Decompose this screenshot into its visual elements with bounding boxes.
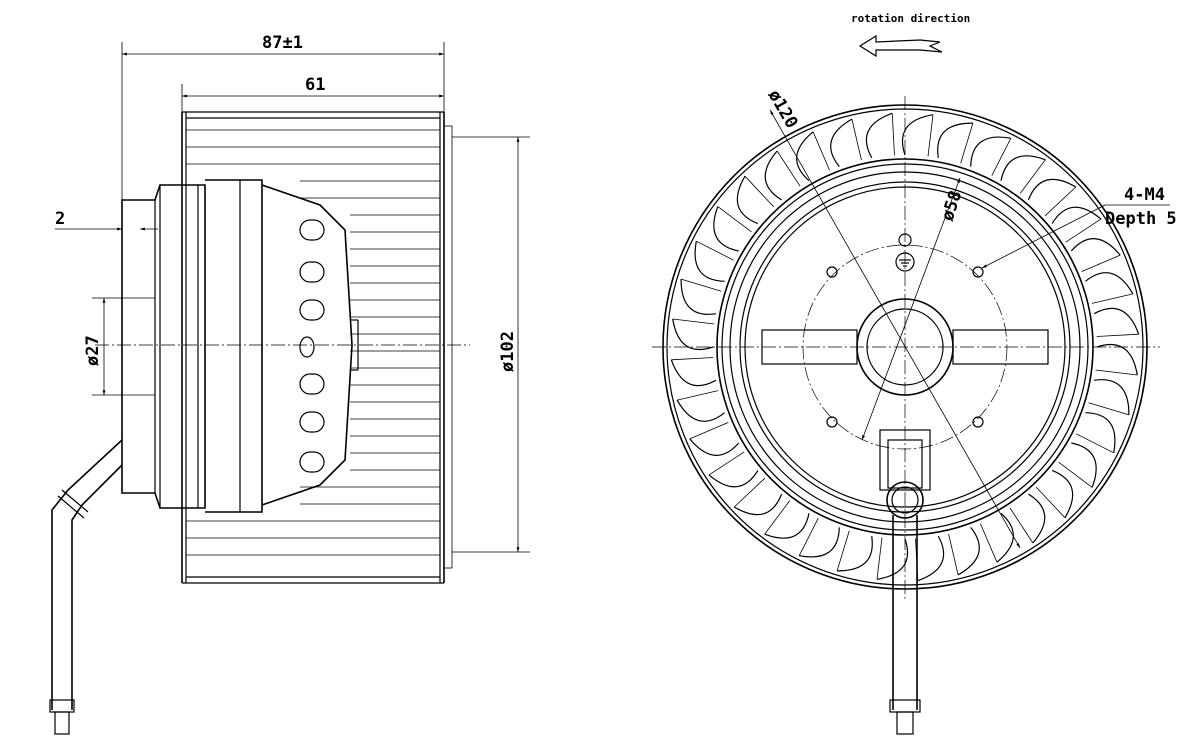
blade-curve	[1085, 272, 1134, 295]
blade-edge	[1019, 159, 1046, 194]
blade-curve	[796, 131, 814, 182]
blade-edge	[1091, 293, 1133, 304]
blade-edge	[1096, 333, 1139, 337]
blade-curve	[764, 150, 782, 201]
blade-edge	[1058, 461, 1093, 488]
blade-edge	[891, 113, 895, 156]
impeller-length-label: 61	[305, 75, 325, 95]
motor-slots	[299, 219, 325, 473]
blade-edge	[717, 206, 752, 233]
motor-slot	[299, 336, 315, 358]
blade-edge	[680, 278, 722, 292]
blade-edge	[948, 533, 959, 575]
flange-offset-label: 2	[55, 209, 65, 229]
blade-curve	[676, 399, 725, 422]
blade-edge	[1035, 486, 1066, 519]
impeller-outer-ring	[662, 104, 1148, 590]
impeller-diameter-label: ø102	[498, 331, 518, 372]
blade-curve	[1096, 343, 1138, 376]
blade-curve	[1027, 178, 1077, 201]
impeller-frame	[181, 111, 453, 584]
blade-curve	[680, 279, 716, 315]
motor-slot	[299, 373, 325, 395]
blade-curve	[1051, 469, 1074, 519]
blade-edge	[980, 523, 998, 563]
blade-edge	[1076, 433, 1114, 454]
mounting-hole	[826, 416, 838, 428]
blade-curve	[672, 318, 714, 351]
blade-curve	[1070, 238, 1121, 256]
blade-edge	[960, 122, 974, 164]
blade-edge	[851, 119, 862, 161]
blade-curve	[830, 118, 853, 167]
blade-curve	[1071, 442, 1097, 488]
blade-curve	[1028, 493, 1046, 544]
blade-curve	[736, 175, 759, 225]
bolt-circle-leader	[861, 177, 961, 441]
motor-slot	[299, 451, 325, 473]
bolt-circle-label: ø58	[938, 188, 967, 223]
side-dimensions: 87±1 61 2 ø27 ø102	[55, 33, 530, 553]
blade-edge	[1088, 402, 1130, 416]
blade-curve	[917, 535, 945, 582]
blade-edge	[733, 477, 766, 508]
front-view: rotation direction	[652, 12, 1177, 735]
hole-depth-label: Depth 5	[1105, 209, 1177, 229]
hole-leader	[981, 204, 1106, 269]
blade-edge	[991, 138, 1012, 176]
blade-edge	[927, 114, 934, 157]
blade-edge	[672, 318, 715, 325]
blade-edge	[1081, 254, 1121, 272]
overall-length-label: 87±1	[262, 33, 303, 53]
blade-curve	[901, 114, 934, 156]
blade-curve	[1051, 206, 1102, 224]
motor-slot	[299, 299, 325, 321]
hole-spec-label: 4-M4	[1124, 185, 1165, 205]
blade-curve	[694, 241, 725, 282]
blade-curve	[1093, 307, 1140, 335]
blade-edge	[1065, 218, 1102, 243]
blade-curve	[708, 470, 759, 488]
rotation-arrow-icon	[858, 34, 943, 58]
blade-edge	[671, 357, 714, 361]
blade-curve	[996, 512, 1014, 563]
blade-edge	[764, 500, 791, 535]
power-cable-side	[49, 439, 123, 735]
side-view: 87±1 61 2 ø27 ø102	[49, 33, 530, 735]
blade-edge	[696, 240, 734, 261]
blade-edge	[798, 518, 819, 556]
motor-slot	[299, 411, 325, 433]
motor-housing	[121, 179, 359, 513]
rotation-direction-label: rotation direction	[851, 12, 970, 25]
blade-edge	[812, 131, 830, 171]
blade-curve	[713, 206, 739, 252]
blade-edge	[744, 175, 775, 208]
blade-curve	[865, 112, 893, 159]
blade-curve	[689, 438, 740, 456]
impeller-blades-side	[186, 129, 440, 556]
blade-edge	[876, 537, 883, 580]
blade-edge	[836, 530, 850, 572]
blade-curve	[670, 359, 717, 387]
blade-curve	[970, 136, 1011, 167]
motor-slot	[299, 261, 325, 283]
blade-edge	[1095, 369, 1138, 376]
blade-curve	[1085, 412, 1116, 453]
blade-edge	[708, 451, 745, 476]
blade-curve	[1094, 379, 1130, 415]
blade-curve	[957, 527, 980, 576]
blade-curve	[799, 527, 840, 558]
blade-edge	[677, 390, 719, 401]
outer-diameter-label: ø120	[764, 87, 802, 132]
blade-curve	[733, 493, 783, 516]
blade-edge	[689, 422, 729, 440]
motor-slot	[299, 219, 325, 241]
hub-diameter-label: ø27	[83, 335, 103, 366]
blade-edge	[1044, 186, 1077, 217]
